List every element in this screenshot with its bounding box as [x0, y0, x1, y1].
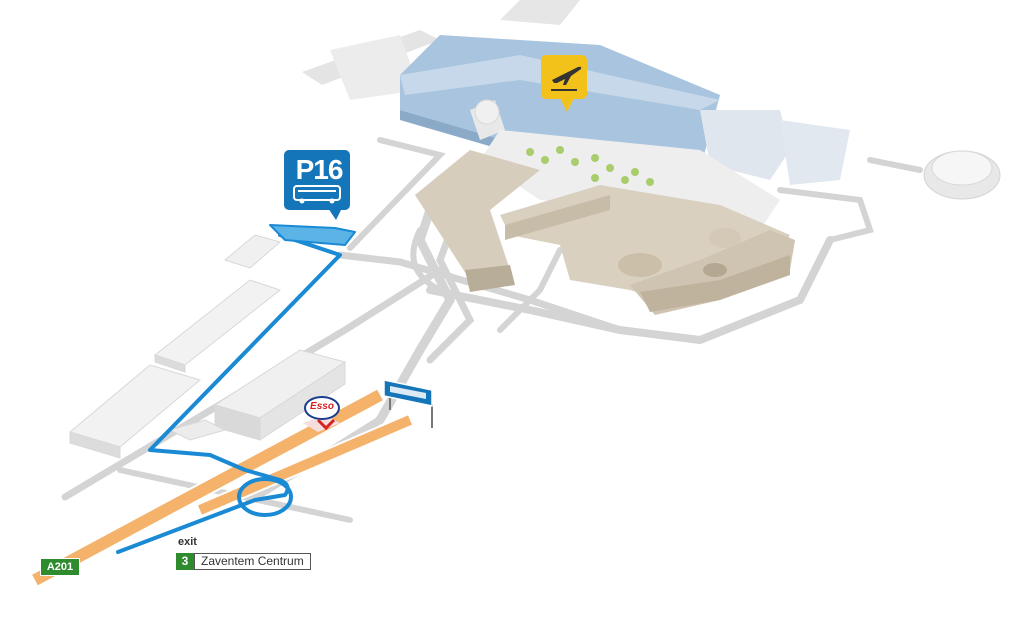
exit-name: Zaventem Centrum [194, 553, 311, 570]
highway-label: A201 [40, 558, 80, 576]
airplane-departure-icon [551, 66, 582, 91]
esso-station [303, 396, 340, 432]
p16-parking-marker [284, 150, 350, 220]
exit-number: 3 [176, 553, 194, 570]
airport-sign-icon [383, 379, 433, 428]
exit-word: exit [178, 536, 197, 548]
trees [526, 146, 654, 186]
airport-terminal-marker [541, 55, 587, 112]
parking-label: P16 [295, 154, 344, 185]
esso-logo: Esso [310, 401, 334, 412]
warehouse-buildings [68, 234, 347, 459]
parking-garages [415, 150, 795, 315]
bus-icon [293, 185, 341, 204]
route-to-p16 [116, 224, 356, 554]
